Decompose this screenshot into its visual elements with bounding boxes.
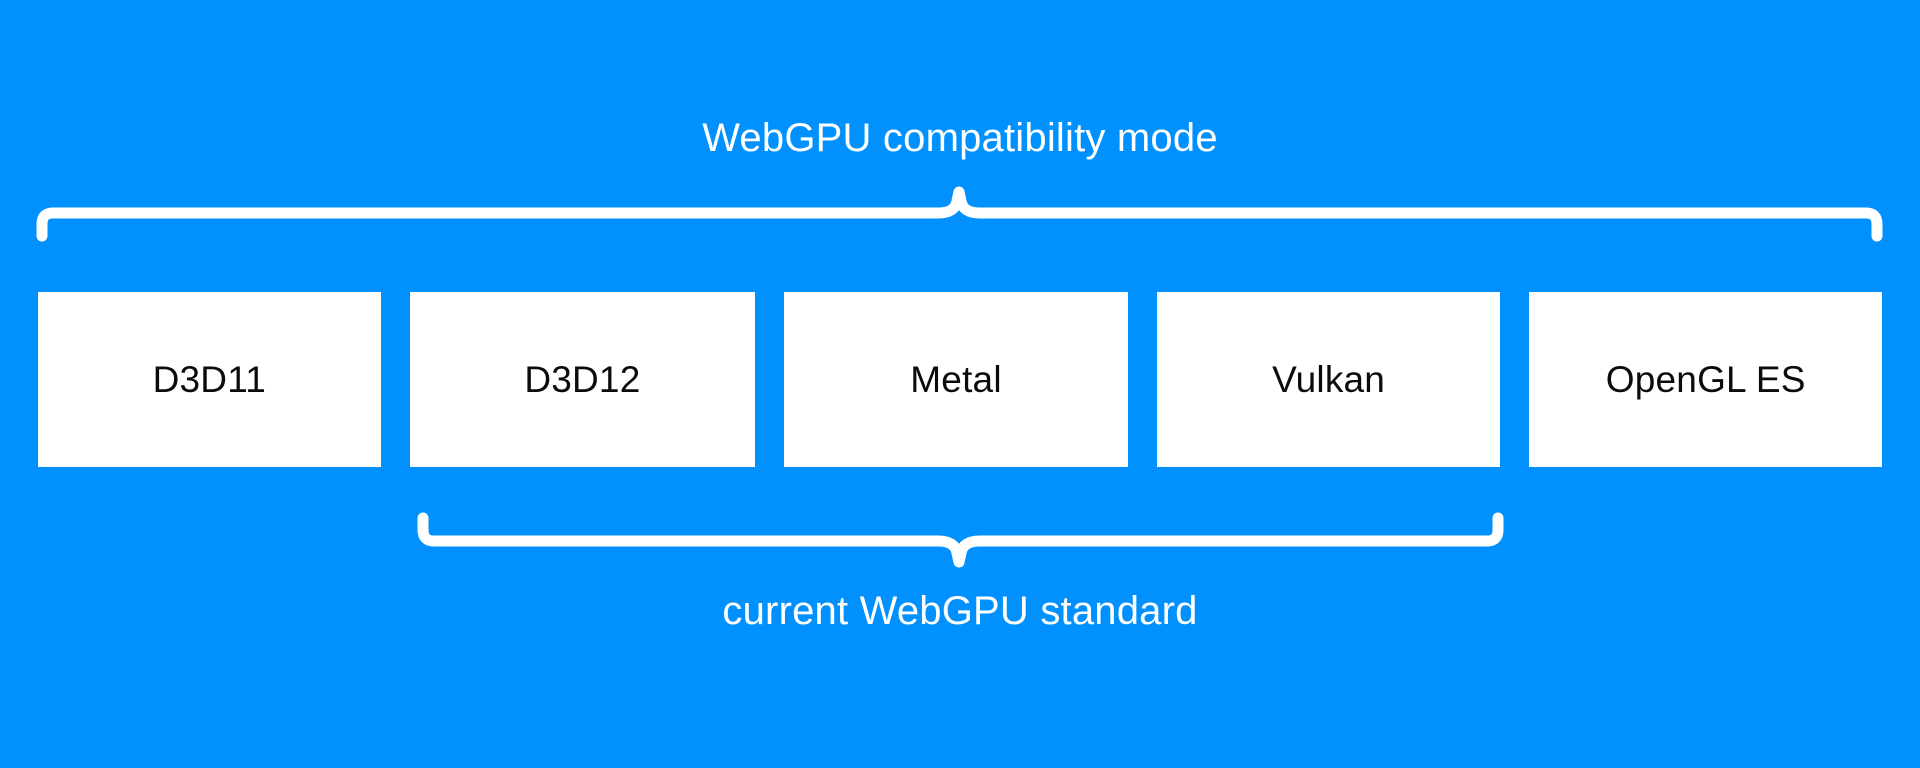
top-group-label: WebGPU compatibility mode <box>702 116 1218 160</box>
api-box-vulkan[interactable]: Vulkan <box>1156 292 1501 467</box>
bottom-group-label: current WebGPU standard <box>722 589 1198 633</box>
api-box-label: D3D11 <box>152 358 267 400</box>
api-box-metal[interactable]: Metal <box>784 292 1128 467</box>
api-box-label: D3D12 <box>524 358 641 400</box>
api-box-d3d11[interactable]: D3D11 <box>38 292 381 467</box>
api-box-label: Vulkan <box>1272 358 1386 400</box>
api-box-d3d12[interactable]: D3D12 <box>409 292 756 467</box>
api-box-row: D3D11 D3D12 Metal Vulkan OpenGL ES <box>38 292 1883 467</box>
api-box-opengl-es[interactable]: OpenGL ES <box>1529 292 1883 467</box>
api-box-label: Metal <box>910 358 1002 400</box>
api-box-label: OpenGL ES <box>1605 358 1806 400</box>
